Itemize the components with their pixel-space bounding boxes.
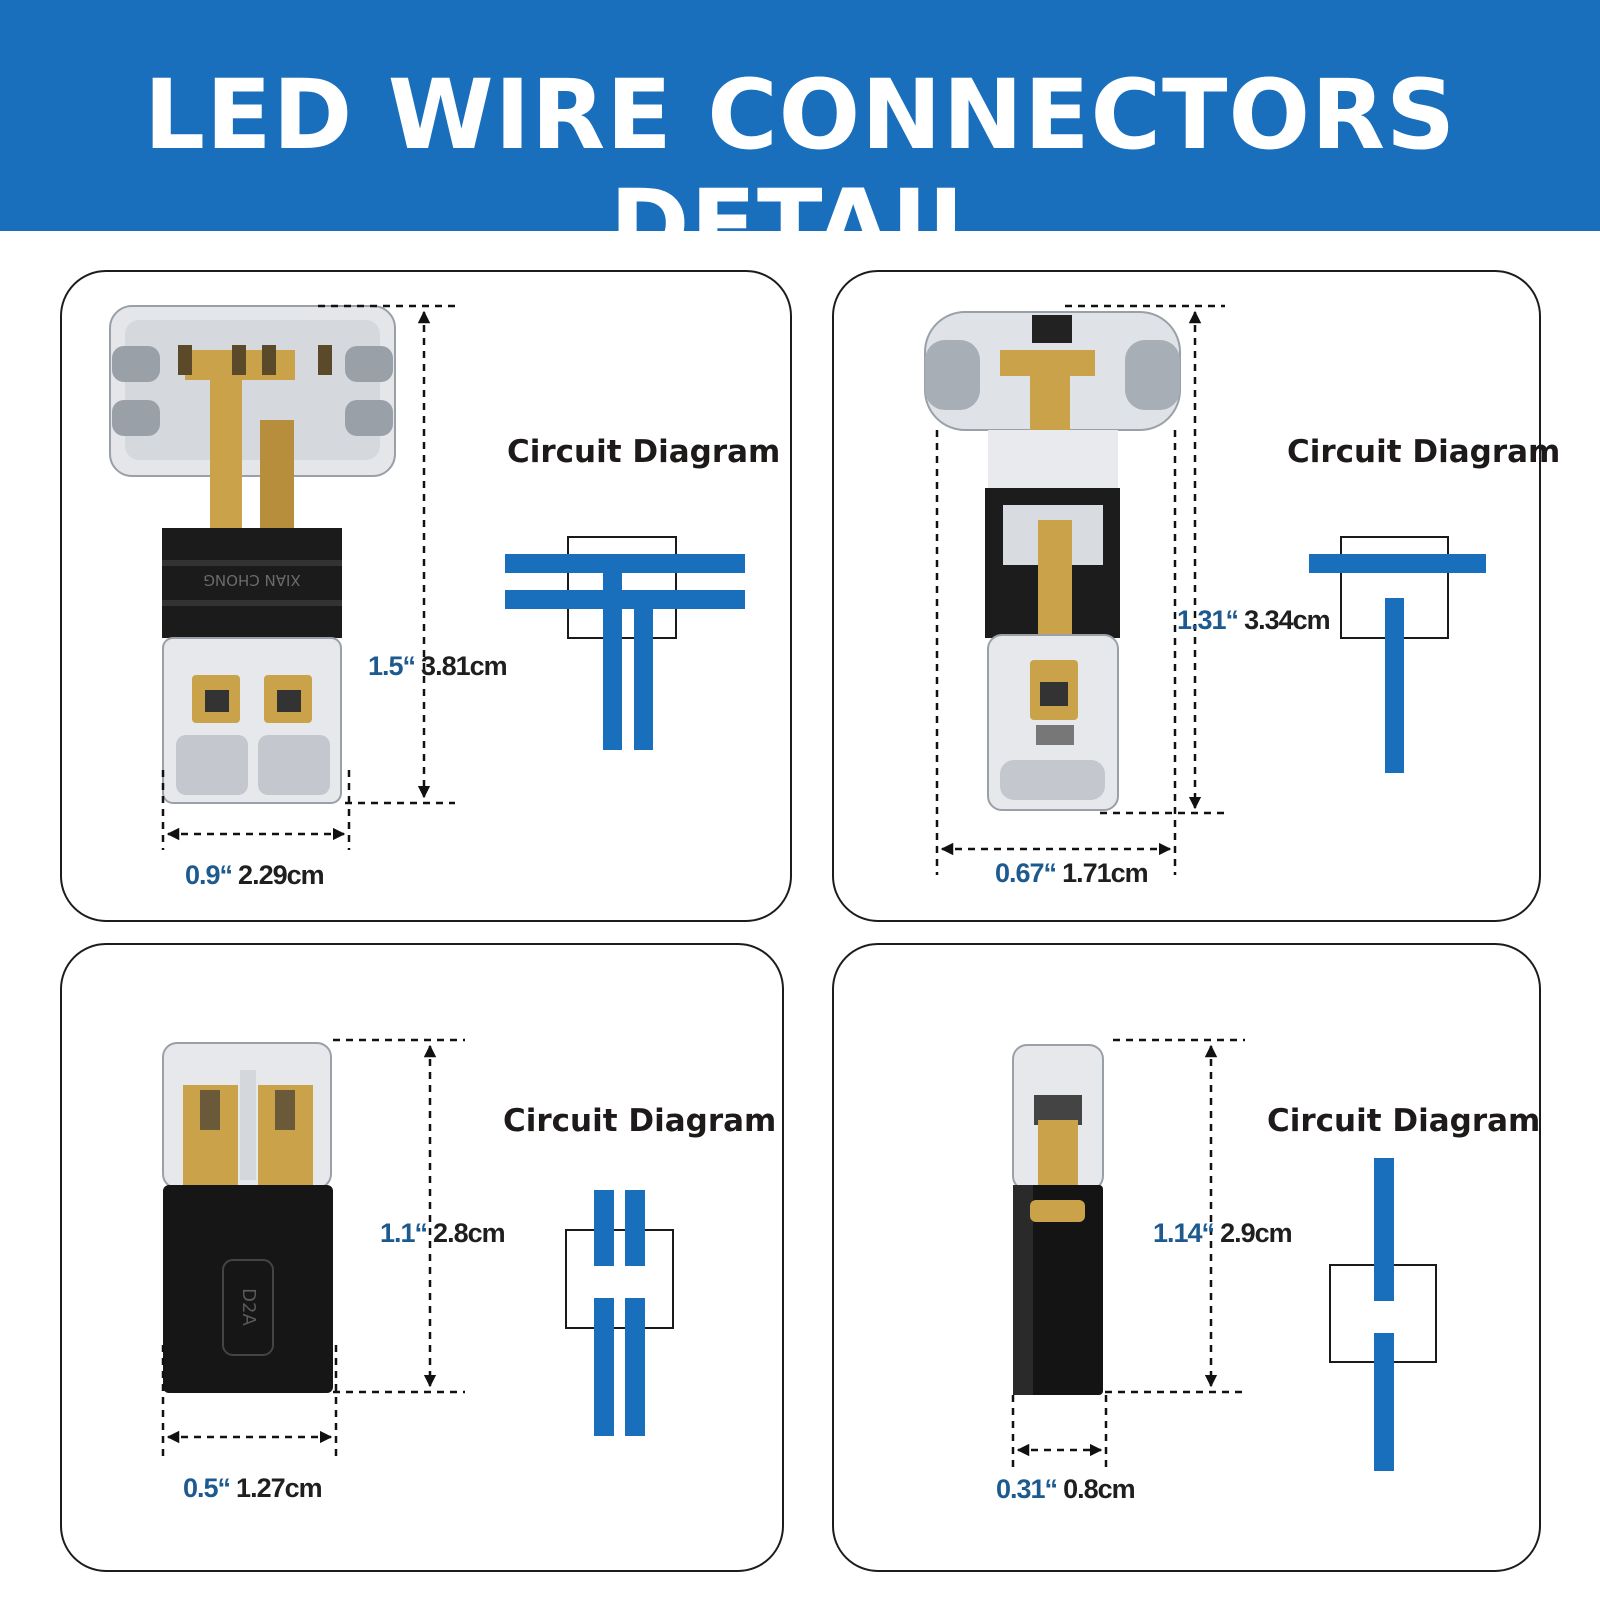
connector-photo-1: XIAN CHONG [109,305,396,804]
circuit-diagram-label: Circuit Diagram [503,1103,777,1139]
circuit-diagram-label: Circuit Diagram [507,434,781,470]
circuit-diagram-1 [505,536,745,750]
width-dimension-label: 0.31“0.8cm [996,1474,1136,1504]
width-dimension-label: 0.5“1.27cm [183,1473,323,1503]
housing-marking: XIAN CHONG [203,571,300,589]
housing-marking: D2A [238,1288,259,1326]
page-title: LED WIRE CONNECTORS DETAIL [143,59,1457,281]
connector-photo-3: D2A [162,1042,333,1393]
height-dimension-label: 1.5“3.81cm [368,651,508,681]
height-dimension-label: 1.1“2.8cm [380,1218,506,1248]
dimension-lines-4 [1011,1038,1245,1472]
width-dimension-label: 0.9“2.29cm [185,860,325,890]
circuit-diagram-3 [565,1190,674,1436]
circuit-diagram-2 [1309,536,1486,773]
panel-inline-connector-single [832,943,1541,1572]
header-banner: LED WIRE CONNECTORS DETAIL [0,0,1600,280]
height-dimension-label: 1.31“3.34cm [1177,605,1331,635]
connector-photo-2 [924,311,1181,811]
circuit-diagram-label: Circuit Diagram [1267,1103,1541,1139]
width-dimension-label: 0.67“1.71cm [995,858,1149,888]
circuit-diagram-label: Circuit Diagram [1287,434,1561,470]
height-dimension-label: 1.14“2.9cm [1153,1218,1293,1248]
dimension-lines-2 [935,304,1225,875]
connector-photo-4 [1012,1044,1104,1395]
dimension-lines-1 [161,304,455,850]
circuit-diagram-4 [1329,1158,1437,1471]
dimension-lines-3 [161,1038,465,1460]
